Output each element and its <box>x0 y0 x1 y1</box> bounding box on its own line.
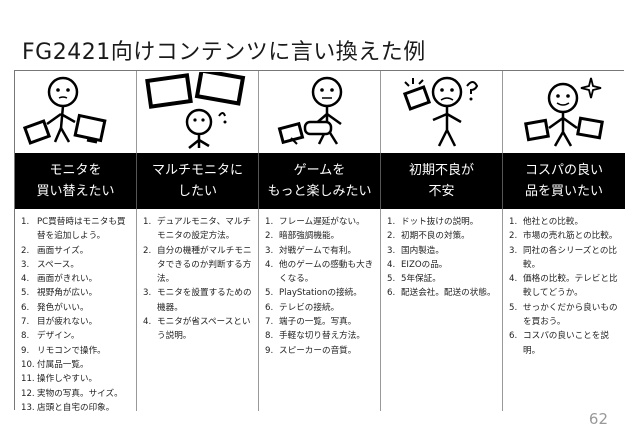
list-item: 6.コスパの良いことを説明。 <box>509 331 609 356</box>
column-header-label: マルチモニタに したい <box>151 163 243 199</box>
list-item: 13.店頭と自宅の印象。 <box>21 402 115 411</box>
list-item: 5.PlayStationの接続。 <box>265 288 362 299</box>
illustration-cell-2 <box>137 71 259 153</box>
illustration-cell-3 <box>259 71 381 153</box>
list-item: 4.価格の比較。テレビと比較してどうか。 <box>509 274 618 299</box>
list-item: 5.5年保証。 <box>387 274 441 285</box>
list-item: 3.同社の各シリーズとの比較。 <box>509 245 618 270</box>
column-list-5: 1.他社との比較。 2.市場の売れ筋との比較。 3.同社の各シリーズとの比較。 … <box>503 209 625 411</box>
list-item: 8.デザイン。 <box>21 331 80 342</box>
list-item: 6.配送会社。配送の状態。 <box>387 288 496 299</box>
page-number: 62 <box>588 410 608 428</box>
slide-title: FG2421向けコンテンツに言い換えた例 <box>22 40 426 65</box>
person-playing-game-icon <box>277 76 342 145</box>
column-header-2: マルチモニタに したい <box>137 153 259 209</box>
column-header-5: コスパの良い 品を買いたい <box>503 153 625 209</box>
list-item: 4.EIZOの品。 <box>387 259 448 270</box>
column-list-2: 1.デュアルモニタ、マルチモニタの設定方法。 2.自分の機種がマルチモニタできる… <box>137 209 259 411</box>
list-item: 4.モニタが省スペースという説明。 <box>143 317 251 342</box>
person-comparing-monitors-icon <box>524 77 604 147</box>
list-item: 12.実物の写真。サイズ。 <box>21 388 123 399</box>
list-item: 3.モニタを設置するための機器。 <box>143 288 252 313</box>
list-item: 4.他のゲームの感動も大きくなる。 <box>265 259 374 285</box>
column-header-label: コスパの良い 品を買いたい <box>524 163 603 199</box>
column-list-1: 1.PC買替時はモニタも買替を追加しよう。 2.画面サイズ。 3.スペース。 4… <box>15 209 137 411</box>
list-item: 1.他社との比較。 <box>509 217 584 227</box>
column-list-3: 1.フレーム遅延がない。 2.暗部強調機能。 3.対戦ゲームで有利。 4.他のゲ… <box>259 209 381 411</box>
column-header-4: 初期不良が 不安 <box>381 153 503 209</box>
list-item: 6.テレビの接続。 <box>265 302 340 313</box>
list-item: 2.画面サイズ。 <box>21 245 89 256</box>
list-item: 2.市場の売れ筋との比較。 <box>509 231 618 242</box>
list-item: 6.発色がいい。 <box>21 302 89 313</box>
list-item: 9.スピーカーの音質。 <box>265 345 357 356</box>
illustration-cell-1 <box>15 71 137 153</box>
list-item: 3.スペース。 <box>21 259 79 270</box>
list-item: 2.初期不良の対策。 <box>387 231 470 242</box>
list-item: 5.視野角が広い。 <box>21 288 98 299</box>
column-header-label: 初期不良が 不安 <box>408 163 474 199</box>
list-item: 2.自分の機種がマルチモニタできるのか判断する方法。 <box>143 245 252 285</box>
column-header-3: ゲームを もっと楽しみたい <box>259 153 381 209</box>
list-item: 1.PC買替時はモニタも買替を追加しよう。 <box>21 217 126 242</box>
person-with-monitors-icon <box>22 76 107 145</box>
list-item: 9.リモコンで操作。 <box>21 345 106 356</box>
list-item: 4.画面がきれい。 <box>21 274 98 285</box>
list-item: 11.操作しやすい。 <box>21 374 98 385</box>
list-item: 7.目が疲れない。 <box>21 317 98 328</box>
list-item: 1.デュアルモニタ、マルチモニタの設定方法。 <box>143 217 252 242</box>
column-header-label: ゲームを もっと楽しみたい <box>267 163 372 199</box>
illustration-cell-5 <box>503 71 625 153</box>
column-header-label: モニタを 買い替えたい <box>36 163 115 199</box>
list-item: 8.手軽な切り替え方法。 <box>265 331 365 342</box>
list-item: 1.フレーム遅延がない。 <box>265 217 365 227</box>
list-item: 2.暗部強調機能。 <box>265 231 340 242</box>
illustration-cell-4 <box>381 71 503 153</box>
person-under-dual-monitors-icon <box>144 72 245 149</box>
list-item: 1.ドット抜けの説明。 <box>387 217 479 227</box>
column-list-4: 1.ドット抜けの説明。 2.初期不良の対策。 3.国内製造。 4.EIZOの品。… <box>381 209 503 411</box>
list-item: 5.せっかくだから良いものを買おう。 <box>509 302 618 328</box>
list-item: 7.端子の一覧。写真。 <box>265 317 357 328</box>
column-header-1: モニタを 買い替えたい <box>15 153 137 209</box>
content-table: モニタを 買い替えたい マルチモニタに したい ゲームを もっと楽しみたい 初期… <box>14 70 625 411</box>
list-item: 3.国内製造。 <box>387 245 444 256</box>
list-item: 3.対戦ゲームで有利。 <box>265 245 357 256</box>
list-item: 10.付属品一覧。 <box>21 359 89 370</box>
person-with-broken-device-icon <box>402 76 478 147</box>
